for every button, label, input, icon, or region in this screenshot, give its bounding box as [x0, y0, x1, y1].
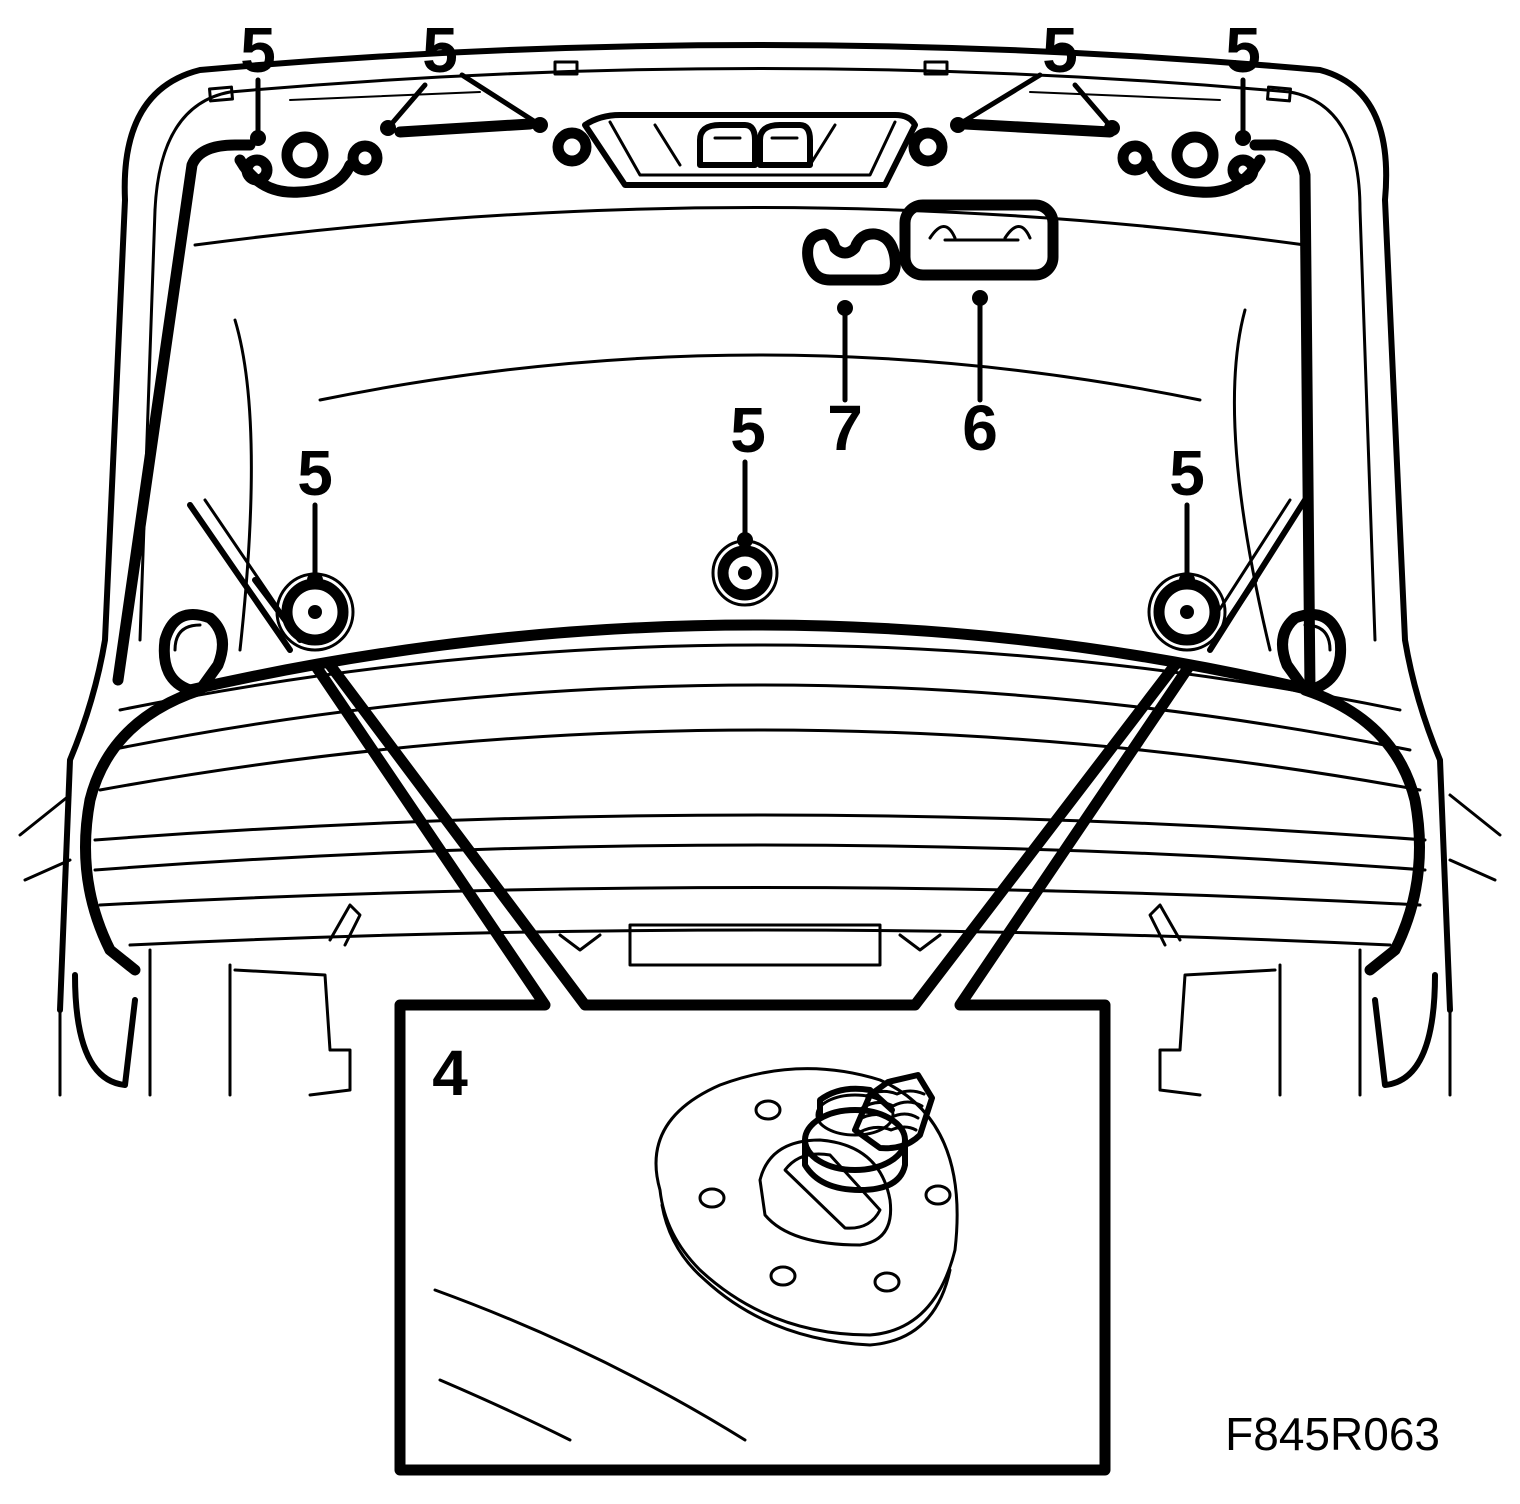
leader-lines	[250, 72, 1251, 588]
tailgate-outline	[57, 42, 1453, 1013]
lower-mount-holes	[275, 539, 1227, 652]
callout-5-top-1: 5	[240, 14, 276, 86]
callout-4: 4	[432, 1037, 468, 1109]
callout-5-top-2: 5	[422, 14, 458, 86]
callout-5-lower-right: 5	[1169, 437, 1205, 509]
interior-light-6	[899, 199, 1059, 281]
callout-5-lower-center: 5	[730, 394, 766, 466]
clip-7	[802, 228, 901, 286]
detail-inset	[309, 659, 1196, 1476]
callout-7: 7	[827, 392, 863, 464]
callout-5-top-3: 5	[1042, 14, 1078, 86]
callout-5-lower-left: 5	[297, 437, 333, 509]
callout-6: 6	[962, 392, 998, 464]
lower-sill	[18, 609, 1502, 1097]
callout-5-top-4: 5	[1225, 14, 1261, 86]
top-clip-holes	[234, 127, 1266, 198]
callout-labels: 5 5 5 5 5 5 5 7 6 4 F845R063	[240, 14, 1440, 1460]
figure-id: F845R063	[1225, 1408, 1440, 1460]
